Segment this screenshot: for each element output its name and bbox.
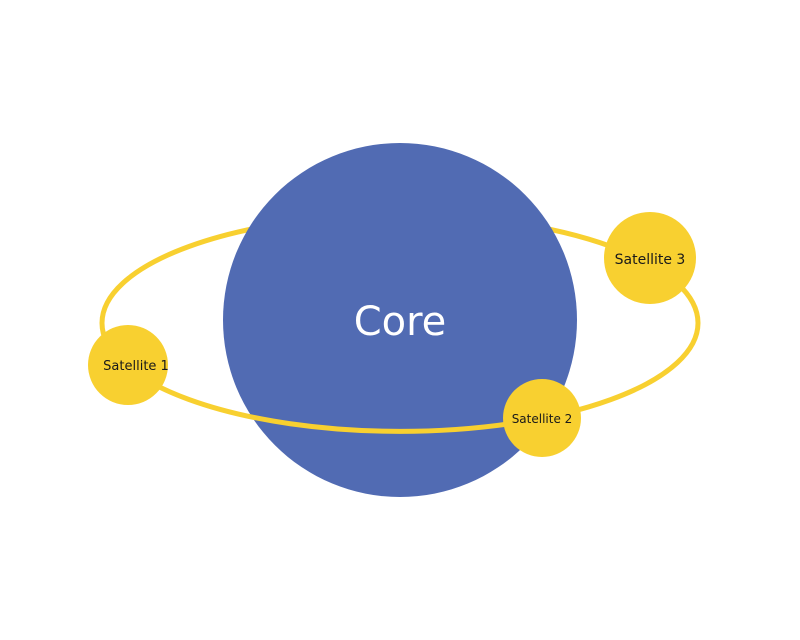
satellite-3-label: Satellite 3 [615,252,686,268]
satellite-1: Satellite 1 [88,325,169,405]
core-circle [223,143,577,497]
satellite-2-label: Satellite 2 [512,412,573,426]
satellite-2: Satellite 2 [503,379,581,457]
core-label: Core [354,299,447,345]
satellite-3: Satellite 3 [604,212,696,304]
satellite-1-label: Satellite 1 [103,359,169,374]
